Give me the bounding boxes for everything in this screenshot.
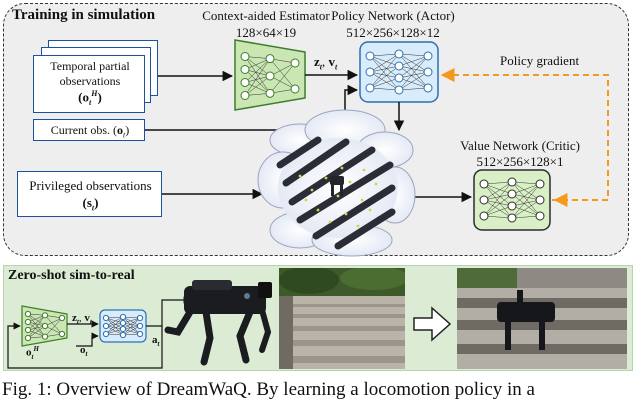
training-title: Training in simulation bbox=[12, 7, 156, 23]
policy-gradient-arrow bbox=[440, 68, 609, 201]
real-obs-h-label: otH bbox=[26, 345, 39, 361]
temporal-obs-line2: observations bbox=[59, 74, 121, 88]
critic-network bbox=[473, 169, 551, 231]
sim-to-real-arrow-icon bbox=[413, 306, 452, 342]
stairs-photo bbox=[279, 268, 405, 369]
privileged-obs-line1: Privileged observations bbox=[29, 178, 152, 193]
real-estimator bbox=[21, 305, 68, 347]
real-obs-label: ot bbox=[80, 344, 88, 359]
policy-gradient-label: Policy gradient bbox=[500, 53, 580, 68]
current-obs-label: Current obs. (ot) bbox=[50, 123, 130, 140]
actor-network bbox=[359, 41, 439, 103]
real-action-label: at bbox=[152, 334, 160, 349]
privileged-obs-box: Privileged observations (st) bbox=[17, 171, 162, 217]
latent-label: zt, vt bbox=[314, 54, 338, 72]
temporal-obs-line1: Temporal partial bbox=[50, 59, 130, 73]
simulation-cloud bbox=[257, 109, 416, 257]
figure-caption: Fig. 1: Overview of DreamWaQ. By learnin… bbox=[2, 379, 535, 400]
estimator-dims: 128×64×19 bbox=[235, 25, 297, 40]
current-obs-box: Current obs. (ot) bbox=[33, 119, 145, 141]
robot-stairs-photo bbox=[457, 268, 627, 369]
real-title: Zero-shot sim-to-real bbox=[8, 268, 135, 283]
critic-dims: 512×256×128×1 bbox=[476, 154, 564, 169]
robot-illustration bbox=[164, 280, 272, 366]
estimator-network bbox=[234, 39, 306, 111]
temporal-obs-symbol: (otH) bbox=[78, 89, 102, 107]
actor-dims: 512×256×128×12 bbox=[346, 25, 440, 40]
real-latent-label: zt, vt bbox=[72, 312, 92, 327]
estimator-title: Context-aided Estimator bbox=[202, 8, 330, 23]
critic-title: Value Network (Critic) bbox=[460, 138, 580, 153]
privileged-obs-symbol: (st) bbox=[82, 195, 99, 213]
real-actor bbox=[99, 309, 147, 343]
temporal-obs-box: Temporal partial observations (otH) bbox=[33, 55, 145, 113]
actor-title: Policy Network (Actor) bbox=[331, 8, 455, 23]
